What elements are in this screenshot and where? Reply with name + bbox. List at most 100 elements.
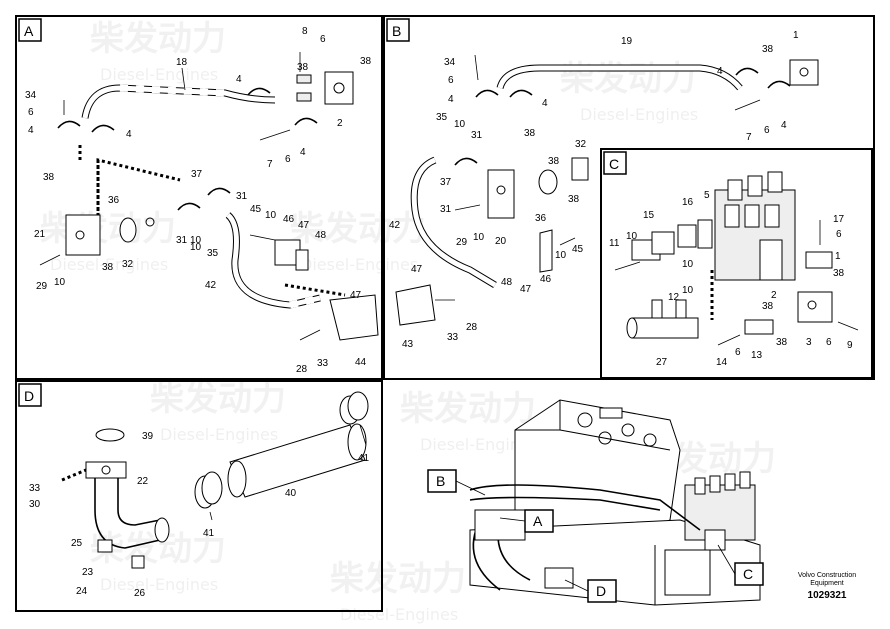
- part-number-label: 36: [535, 213, 547, 224]
- part-number-label: 29: [36, 281, 48, 292]
- watermark-text: Diesel-Engines: [580, 105, 698, 124]
- panel-d-labels: 39 33 22 30 25 40 41 41 23 24 26: [29, 431, 370, 599]
- callout-b: B: [427, 469, 486, 496]
- part-number-label: 4: [448, 94, 454, 105]
- part-number-label: 4: [542, 98, 548, 109]
- credit-line-1: Volvo Construction: [797, 572, 857, 579]
- part-number-label: 20: [495, 236, 507, 247]
- part-number-label: 16: [682, 197, 694, 208]
- part-number-label: 38: [568, 194, 580, 205]
- panel-d-frame: [15, 380, 383, 612]
- part-number-label: 47: [411, 264, 423, 275]
- part-number-label: 33: [317, 358, 329, 369]
- panel-d-parts: [61, 391, 369, 569]
- part-number-label: 10: [454, 119, 466, 130]
- part-number-label: 34: [444, 57, 456, 68]
- part-number-label: 22: [137, 476, 149, 487]
- panel-a-tag: A: [18, 18, 42, 42]
- watermark-text: Diesel-Engines: [100, 575, 218, 594]
- part-number-label: 8: [302, 26, 308, 37]
- part-number-label: 38: [102, 262, 114, 273]
- view-letter: A: [24, 23, 34, 39]
- part-number-label: 38: [762, 301, 774, 312]
- part-number-label: 40: [285, 488, 297, 499]
- part-number-label: 19: [621, 36, 633, 47]
- part-number-label: 6: [448, 75, 454, 86]
- machine-overview: [469, 399, 761, 606]
- part-number-label: 6: [285, 154, 291, 165]
- part-number-label: 32: [122, 259, 134, 270]
- view-letter: B: [436, 473, 445, 489]
- part-number-label: 48: [315, 230, 327, 241]
- part-number-label: 41: [358, 453, 370, 464]
- panel-a-parts: [39, 52, 379, 341]
- part-number-label: 46: [283, 214, 295, 225]
- watermark-text: 柴发动力: [400, 389, 536, 429]
- part-number-label: 38: [360, 56, 372, 67]
- watermark-text: 柴发动力: [90, 19, 226, 59]
- part-number-label: 33: [29, 483, 41, 494]
- part-number-label: 31: [471, 130, 483, 141]
- watermark-text: Diesel-Engines: [100, 65, 218, 84]
- part-number-label: 5: [704, 190, 710, 201]
- part-number-label: 10: [473, 232, 485, 243]
- part-number-label: 41: [203, 528, 215, 539]
- view-letter: B: [392, 23, 401, 39]
- view-letter: C: [743, 566, 753, 582]
- part-number-label: 47: [350, 290, 362, 301]
- part-number-label: 36: [108, 195, 120, 206]
- part-number-label: 30: [29, 499, 41, 510]
- part-number-label: 45: [250, 204, 262, 215]
- credit-line-2: Equipment: [810, 580, 844, 587]
- part-number-label: 10: [555, 250, 567, 261]
- part-number-label: 45: [572, 244, 584, 255]
- part-number-label: 35: [207, 248, 219, 259]
- part-number-label: 4: [28, 125, 34, 136]
- panel-b-tag: B: [386, 18, 410, 42]
- part-number-label: 42: [205, 280, 217, 291]
- panel-c-tag: C: [603, 151, 627, 175]
- panel-c-labels: 5 16 17 15 11 10 6 1 10 38 12 10 38 2 27…: [609, 190, 853, 368]
- part-number-label: 4: [300, 147, 306, 158]
- view-letter: C: [609, 156, 619, 172]
- part-number-label: 6: [735, 347, 741, 358]
- part-number-label: 10: [682, 259, 694, 270]
- credit-block: Volvo Construction Equipment 1029321: [786, 572, 868, 601]
- part-number-label: 47: [298, 220, 310, 231]
- part-number-label: 18: [176, 57, 188, 68]
- part-number-label: 4: [781, 120, 787, 131]
- part-number-label: 17: [833, 214, 845, 225]
- part-number-label: 10: [626, 231, 638, 242]
- watermark-text: Diesel-Engines: [340, 605, 458, 624]
- part-number-label: 33: [447, 332, 459, 343]
- part-number-label: 46: [540, 274, 552, 285]
- part-number-label: 31: [176, 235, 188, 246]
- callout-c: C: [717, 544, 764, 586]
- part-number-label: 10: [265, 210, 277, 221]
- part-number-label: 27: [656, 357, 668, 368]
- part-number-label: 4: [717, 66, 723, 77]
- part-number-label: 10: [682, 285, 694, 296]
- view-letter: D: [596, 583, 606, 599]
- panel-c-parts: [614, 171, 859, 346]
- part-number-label: 35: [436, 112, 448, 123]
- part-number-label: 4: [126, 129, 132, 140]
- part-number-label: 15: [643, 210, 655, 221]
- part-number-label: 6: [28, 107, 34, 118]
- part-number-label: 24: [76, 586, 88, 597]
- part-number-label: 37: [440, 177, 452, 188]
- part-number-label: 4: [236, 74, 242, 85]
- part-number-label: 31: [236, 191, 248, 202]
- part-number-label: 6: [320, 34, 326, 45]
- part-number-label: 38: [43, 172, 55, 183]
- part-number-label: 7: [746, 132, 752, 143]
- part-number-label: 39: [142, 431, 154, 442]
- part-number-label: 10: [190, 235, 202, 246]
- watermark-text: 柴发动力: [330, 559, 466, 599]
- part-number-label: 26: [134, 588, 146, 599]
- part-number-label: 12: [668, 292, 680, 303]
- part-number-label: 10: [54, 277, 66, 288]
- part-number-label: 32: [575, 139, 587, 150]
